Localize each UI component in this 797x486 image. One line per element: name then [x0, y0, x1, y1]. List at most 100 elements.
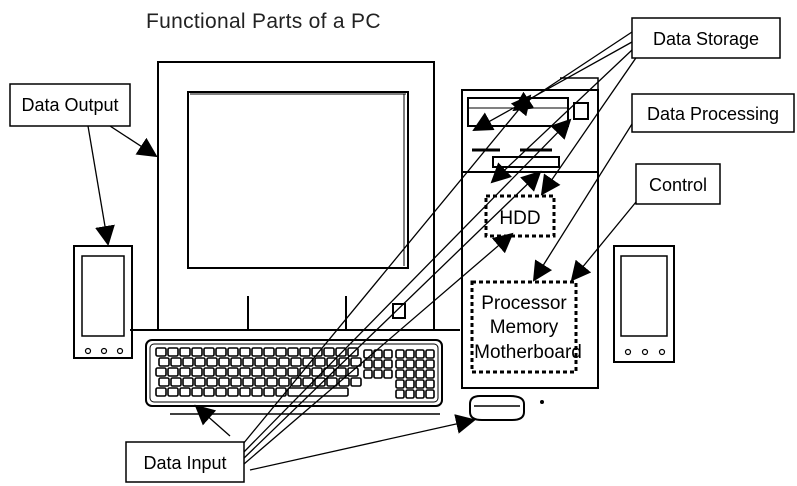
keyboard-key [288, 368, 298, 376]
keyboard-key [416, 350, 424, 358]
keyboard-key [406, 380, 414, 388]
keyboard-key [396, 350, 404, 358]
arrow-output-to-monitor [110, 126, 156, 156]
keyboard-key [207, 378, 217, 386]
keyboard-key [159, 378, 169, 386]
keyboard-key [240, 368, 250, 376]
motherboard-label: Motherboard [474, 342, 582, 363]
keyboard-key [276, 348, 286, 356]
right-speaker [614, 246, 674, 362]
keyboard-key [426, 380, 434, 388]
keyboard-key [279, 358, 289, 366]
callout-data-processing-label: Data Processing [647, 104, 779, 124]
keyboard-key [303, 378, 313, 386]
keyboard-key [243, 358, 253, 366]
keyboard-key [426, 360, 434, 368]
keyboard-key [300, 348, 310, 356]
keyboard-key [252, 388, 262, 396]
keyboard-key [406, 350, 414, 358]
keyboard-key [406, 370, 414, 378]
keyboard-key [204, 348, 214, 356]
keyboard-key [168, 388, 178, 396]
callout-control-label: Control [649, 175, 707, 195]
keyboard-key [195, 378, 205, 386]
callout-data-output: Data Output [10, 84, 130, 126]
keyboard-key [396, 370, 404, 378]
keyboard-key [416, 360, 424, 368]
left-speaker [74, 246, 132, 358]
keyboard-key [416, 380, 424, 388]
keyboard-key [396, 390, 404, 398]
callout-data-input-label: Data Input [143, 453, 226, 473]
arrow-processing-to-board [534, 124, 632, 280]
monitor [130, 62, 460, 330]
keyboard-key [364, 360, 372, 368]
processor-label: Processor [481, 293, 567, 314]
keyboard-key [396, 380, 404, 388]
keyboard-key [336, 368, 346, 376]
keyboard-key [192, 388, 202, 396]
keyboard-key [416, 390, 424, 398]
keyboard-key [374, 370, 382, 378]
keyboard-key [252, 348, 262, 356]
keyboard-key [219, 378, 229, 386]
keyboard-key [159, 358, 169, 366]
keyboard-key [204, 388, 214, 396]
keyboard-key [276, 388, 286, 396]
keyboard-key [406, 360, 414, 368]
callout-data-storage-label: Data Storage [653, 29, 759, 49]
keyboard-key [315, 358, 325, 366]
motherboard-box: Processor Memory Motherboard [472, 282, 582, 372]
keyboard-key [252, 368, 262, 376]
keyboard-key [183, 358, 193, 366]
keyboard-key [384, 350, 392, 358]
arrow-input-to-mouse [250, 420, 474, 470]
keyboard-key [240, 348, 250, 356]
keyboard-key [219, 358, 229, 366]
keyboard [146, 340, 442, 414]
keyboard-key [168, 368, 178, 376]
keyboard-key [183, 378, 193, 386]
keyboard-key [426, 350, 434, 358]
keyboard-key [195, 358, 205, 366]
memory-label: Memory [490, 317, 559, 338]
keyboard-key [228, 368, 238, 376]
callout-data-storage: Data Storage [632, 18, 780, 58]
keyboard-key [406, 390, 414, 398]
keyboard-key [426, 390, 434, 398]
arrow-control-to-board [572, 202, 636, 280]
keyboard-key [374, 360, 382, 368]
keyboard-key [192, 368, 202, 376]
keyboard-key [156, 368, 166, 376]
keyboard-key [348, 368, 358, 376]
keyboard-key [396, 360, 404, 368]
optical-drive-bay [468, 98, 568, 126]
keyboard-key [228, 388, 238, 396]
callout-data-input: Data Input [126, 442, 244, 482]
keyboard-key [216, 368, 226, 376]
hdd-box: HDD [486, 196, 554, 236]
callout-data-output-label: Data Output [21, 95, 118, 115]
keyboard-key [192, 348, 202, 356]
keyboard-key [267, 358, 277, 366]
keyboard-key [384, 360, 392, 368]
keyboard-key [264, 348, 274, 356]
keyboard-key [416, 370, 424, 378]
keyboard-key [288, 388, 348, 396]
keyboard-key [288, 348, 298, 356]
keyboard-key [255, 378, 265, 386]
keyboard-key [171, 358, 181, 366]
keyboard-key [243, 378, 253, 386]
keyboard-key [156, 388, 166, 396]
arrow-storage-to-optical-b [474, 42, 632, 130]
keyboard-key [228, 348, 238, 356]
keyboard-key [204, 368, 214, 376]
hdd-label: HDD [499, 208, 540, 229]
keyboard-key [156, 348, 166, 356]
keyboard-key [216, 348, 226, 356]
keyboard-key [351, 378, 361, 386]
arrow-input-to-keyboard [196, 406, 230, 436]
diagram-title: Functional Parts of a PC [146, 10, 381, 33]
keyboard-key [171, 378, 181, 386]
